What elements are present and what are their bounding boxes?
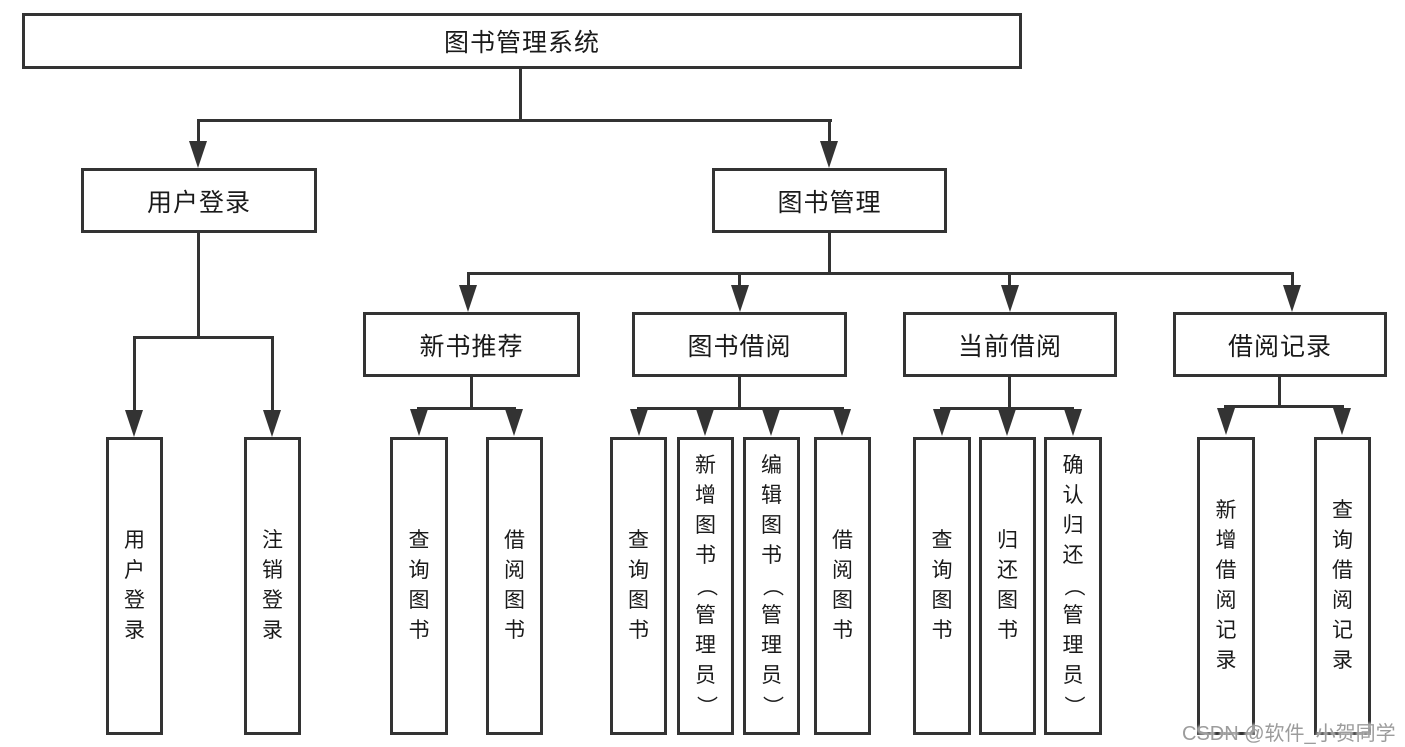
leaf-logout-label: 注销登录 — [262, 529, 283, 642]
arrowhead-down-icon — [125, 410, 143, 437]
connector-records-stem — [1278, 377, 1281, 407]
leaf-query-books-borrow: 查询图书 — [610, 437, 667, 735]
leaf-add-borrow-record-label: 新增借阅记录 — [1215, 499, 1237, 672]
connector-recommend-stem — [470, 377, 473, 409]
leaf-edit-book-admin-label: 编辑图书（管理员） — [760, 454, 784, 717]
leaf-return-book: 归还图书 — [979, 437, 1036, 735]
connector-borrow-bar — [637, 407, 844, 410]
leaf-return-book-label: 归还图书 — [997, 529, 1018, 642]
connector-book-mgmt-stem — [828, 233, 831, 275]
connector-user-login-bar — [133, 336, 274, 339]
node-new-book-recommend-label: 新书推荐 — [419, 332, 524, 361]
node-current-borrow: 当前借阅 — [903, 312, 1117, 377]
leaf-query-books-current: 查询图书 — [913, 437, 971, 735]
arrowhead-down-icon — [189, 141, 207, 168]
node-book-borrow-label: 图书借阅 — [687, 332, 792, 361]
arrowhead-down-icon — [731, 285, 749, 312]
node-book-management: 图书管理 — [712, 168, 947, 233]
arrowhead-down-icon — [1283, 285, 1301, 312]
arrowhead-down-icon — [410, 409, 428, 436]
arrowhead-down-icon — [505, 409, 523, 436]
arrowhead-down-icon — [833, 409, 851, 436]
node-borrow-records-label: 借阅记录 — [1227, 332, 1332, 361]
node-user-login: 用户登录 — [81, 168, 317, 233]
leaf-borrow-books-recommend: 借阅图书 — [486, 437, 543, 735]
connector-leaf-drop — [271, 336, 274, 412]
arrowhead-down-icon — [263, 410, 281, 437]
connector-l3-drop — [467, 272, 470, 288]
leaf-confirm-return-admin-label: 确认归还（管理员） — [1062, 454, 1085, 717]
node-new-book-recommend: 新书推荐 — [363, 312, 580, 377]
node-root-label: 图书管理系统 — [443, 29, 600, 57]
arrowhead-down-icon — [933, 409, 951, 436]
arrowhead-down-icon — [762, 409, 780, 436]
arrowhead-down-icon — [630, 409, 648, 436]
watermark: CSDN @软件_小贺同学 — [1182, 723, 1396, 745]
arrowhead-down-icon — [998, 409, 1016, 436]
leaf-add-book-admin: 新增图书（管理员） — [677, 437, 734, 735]
arrowhead-down-icon — [1064, 409, 1082, 436]
leaf-query-books-recommend: 查询图书 — [390, 437, 448, 735]
leaf-edit-book-admin: 编辑图书（管理员） — [743, 437, 800, 735]
connector-records-bar — [1224, 405, 1344, 408]
arrowhead-down-icon — [459, 285, 477, 312]
leaf-user-login: 用户登录 — [106, 437, 163, 735]
arrowhead-down-icon — [1217, 408, 1235, 435]
leaf-borrow-books-recommend-label: 借阅图书 — [504, 529, 525, 642]
connector-recommend-bar — [417, 407, 516, 410]
leaf-query-books-borrow-label: 查询图书 — [628, 529, 649, 642]
leaf-query-borrow-record: 查询借阅记录 — [1314, 437, 1371, 735]
node-current-borrow-label: 当前借阅 — [957, 332, 1062, 361]
connector-root-stem — [519, 69, 522, 122]
arrowhead-down-icon — [1333, 408, 1351, 435]
node-book-management-label: 图书管理 — [777, 188, 882, 217]
leaf-query-borrow-record-label: 查询借阅记录 — [1332, 499, 1353, 672]
connector-l3-drop — [738, 272, 741, 288]
leaf-query-books-recommend-label: 查询图书 — [408, 529, 430, 642]
leaf-logout: 注销登录 — [244, 437, 301, 735]
connector-current-stem — [1008, 377, 1011, 409]
node-root: 图书管理系统 — [22, 13, 1022, 69]
leaf-borrow-books: 借阅图书 — [814, 437, 871, 735]
leaf-confirm-return-admin: 确认归还（管理员） — [1044, 437, 1102, 735]
arrowhead-down-icon — [1001, 285, 1019, 312]
connector-current-bar — [940, 407, 1074, 410]
connector-borrow-stem — [738, 377, 741, 409]
node-book-borrow: 图书借阅 — [632, 312, 847, 377]
connector-user-login-drop — [197, 119, 200, 146]
connector-leaf-drop — [133, 336, 136, 412]
leaf-add-book-admin-label: 新增图书（管理员） — [694, 454, 718, 717]
leaf-add-borrow-record: 新增借阅记录 — [1197, 437, 1255, 735]
connector-book-mgmt-drop — [828, 119, 831, 146]
leaf-user-login-label: 用户登录 — [124, 529, 145, 642]
leaf-query-books-current-label: 查询图书 — [931, 529, 953, 642]
connector-root-bar — [197, 119, 832, 122]
connector-l3-drop — [1291, 272, 1294, 288]
node-user-login-label: 用户登录 — [146, 188, 251, 217]
arrowhead-down-icon — [696, 409, 714, 436]
leaf-borrow-books-label: 借阅图书 — [832, 529, 853, 642]
arrowhead-down-icon — [820, 141, 838, 168]
connector-book-mgmt-bar — [467, 272, 1294, 275]
connector-user-login-stem — [197, 233, 200, 338]
node-borrow-records: 借阅记录 — [1173, 312, 1387, 377]
connector-l3-drop — [1008, 272, 1011, 288]
